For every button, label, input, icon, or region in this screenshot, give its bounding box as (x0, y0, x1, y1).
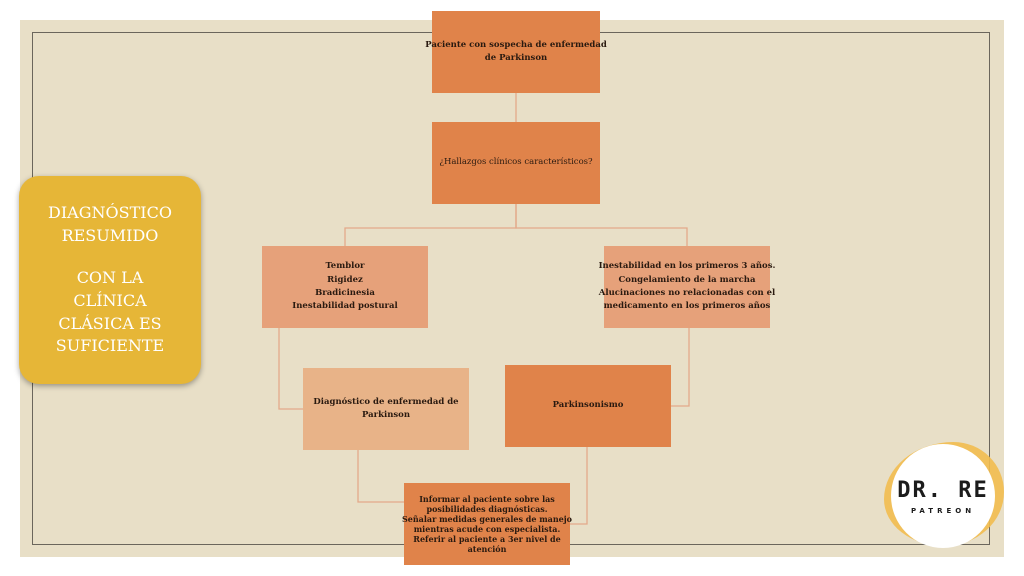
callout-line: RESUMIDO (61, 225, 159, 245)
callout-line: SUFICIENTE (55, 336, 165, 356)
node-text-line: mientras acude con especialista. (413, 524, 561, 534)
callout-line: CON LA (76, 268, 144, 288)
node-text-line: Rigidez (327, 274, 363, 285)
node-parkinsonism: Parkinsonismo (505, 365, 671, 447)
connector-n3-n5 (278, 328, 303, 410)
node-text-line: Temblor (325, 261, 365, 272)
callout-line: CLÁSICA ES (58, 313, 162, 333)
node-suspected-patient: Paciente con sospecha de enfermedad de Pa… (425, 11, 607, 93)
callout-line: CLÍNICA (73, 291, 147, 310)
node-red-flags-text: Inestabilidad en los primeros 3 años. Con… (599, 261, 776, 313)
connector-n2-n4 (515, 204, 688, 246)
connector-n5-n7 (357, 450, 404, 503)
node-text-line: Señalar medidas generales de manejo (402, 514, 573, 524)
node-suspected-patient-text: Paciente con sospecha de enfermedad de Pa… (425, 40, 607, 65)
node-text-line: atención (467, 544, 507, 554)
node-text-line: ¿Hallazgos clínicos característicos? (439, 157, 593, 168)
node-text-line: Congelamiento de la marcha (618, 274, 756, 285)
node-text-line: Bradicinesia (315, 288, 375, 298)
summary-callout: DIAGNÓSTICO RESUMIDO CON LA CLÍNICA CLÁS… (19, 176, 201, 384)
node-text-line: Alucinaciones no relacionadas con el (598, 288, 776, 298)
connector-n2-n3 (344, 204, 517, 246)
node-text-line: posibilidades diagnósticas. (426, 504, 548, 514)
node-parkinsonism-text: Parkinsonismo (553, 400, 624, 411)
callout-line: DIAGNÓSTICO (48, 202, 172, 222)
node-text-line: Diagnóstico de enfermedad de (313, 396, 459, 407)
node-text-line: Referir al paciente a 3er nivel de (413, 534, 561, 544)
node-parkinson-diagnosis: Diagnóstico de enfermedad de Parkinson (303, 368, 469, 450)
node-text-line: Inestabilidad en los primeros 3 años. (598, 261, 776, 272)
node-text-line: de Parkinson (484, 53, 548, 63)
node-text-line: Informar al paciente sobre las (419, 494, 555, 504)
connector-n4-n6 (671, 328, 690, 407)
node-text-line: Parkinsonismo (552, 400, 624, 411)
node-red-flags: Inestabilidad en los primeros 3 años. Con… (599, 246, 775, 328)
node-clinical-findings-text: ¿Hallazgos clínicos característicos? (439, 157, 592, 168)
dr-re-logo: DR. RE PATREON (891, 444, 995, 548)
connector-n6-n7 (570, 447, 588, 525)
node-text-line: medicamento en los primeros años (603, 301, 771, 312)
node-parkinson-diagnosis-text: Diagnóstico de enfermedad de Parkinson (313, 397, 458, 422)
node-text-line: Paciente con sospecha de enfermedad (425, 39, 607, 50)
logo-subtitle: PATREON (910, 506, 976, 515)
logo-wordmark: DR. RE (897, 477, 989, 503)
node-text-line: Parkinson (361, 410, 411, 420)
node-clinical-findings: ¿Hallazgos clínicos característicos? (432, 122, 600, 204)
node-text-line: Inestabilidad postural (292, 301, 398, 312)
